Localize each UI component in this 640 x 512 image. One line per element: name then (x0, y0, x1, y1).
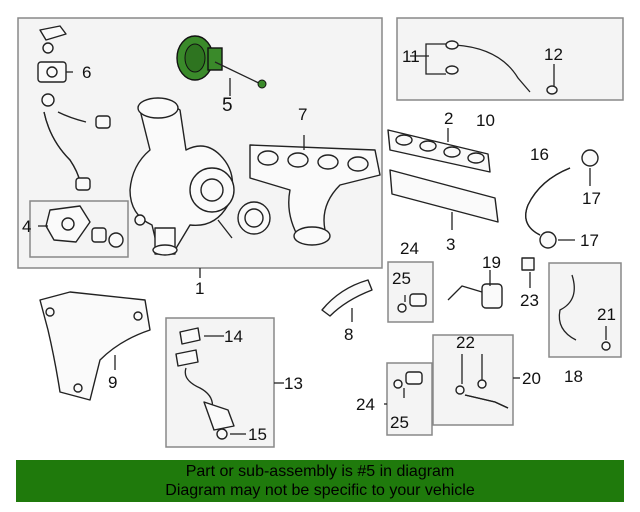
bracket-part[interactable] (321, 279, 373, 317)
fitting-upper-part[interactable] (397, 293, 427, 313)
callout-10: 10 (476, 111, 495, 130)
callout-4: 4 (22, 217, 31, 236)
callout-21: 21 (597, 305, 616, 324)
coolant-fitting-part[interactable] (447, 283, 503, 309)
sensor-part[interactable] (37, 25, 111, 191)
callout-5: 5 (222, 95, 233, 116)
notice-line-1: Part or sub-assembly is #5 in diagram (185, 463, 455, 480)
heat-shield-part[interactable] (39, 291, 151, 401)
callout-2: 2 (444, 109, 453, 128)
callout-13: 13 (284, 374, 303, 393)
hose-clamp-upper-part[interactable] (581, 149, 599, 167)
callout-17-lower: 17 (580, 231, 599, 250)
wastegate-sensor-assembly-part[interactable] (45, 205, 124, 248)
callout-23: 23 (520, 291, 539, 310)
coolant-line-part[interactable] (455, 379, 509, 409)
head-gasket-part[interactable] (389, 169, 499, 223)
coolant-line-box (432, 334, 514, 426)
hose-clamp-lower-part[interactable] (539, 231, 557, 249)
callout-6: 6 (82, 63, 91, 82)
manifold-gasket-part[interactable] (387, 129, 491, 173)
callout-1: 1 (195, 279, 204, 298)
coolant-pipe-part[interactable] (558, 274, 611, 351)
callout-3: 3 (446, 235, 455, 254)
callout-20: 20 (522, 369, 541, 388)
clip-part[interactable] (521, 257, 535, 271)
callout-24-lower: 24 (356, 395, 375, 414)
notice-line-2: Diagram may not be specific to your vehi… (165, 482, 475, 499)
callout-12: 12 (544, 45, 563, 64)
oil-feed-line-part[interactable] (445, 40, 558, 95)
leader-lines (38, 43, 607, 435)
callout-14: 14 (224, 327, 243, 346)
callout-25-lower: 25 (390, 413, 409, 432)
exhaust-manifold-part[interactable] (249, 144, 381, 246)
callout-9: 9 (108, 373, 117, 392)
callout-25-upper: 25 (392, 269, 411, 288)
callout-22: 22 (456, 333, 475, 352)
callout-15: 15 (248, 425, 267, 444)
callout-19: 19 (482, 253, 501, 272)
callout-11: 11 (402, 47, 420, 66)
part-notice-banner: Part or sub-assembly is #5 in diagram Di… (16, 460, 624, 502)
callout-24-upper: 24 (400, 239, 419, 258)
exploded-parts-diagram: 5 6 7 4 1 11 12 10 2 3 16 17 17 24 25 19… (17, 17, 624, 448)
oil-return-pipe-part[interactable] (175, 327, 235, 440)
fitting-box-upper (387, 261, 434, 323)
fitting-lower-part[interactable] (393, 371, 423, 389)
turbocharger-part[interactable] (129, 97, 271, 256)
callout-7: 7 (298, 105, 307, 124)
wastegate-actuator-part[interactable] (176, 35, 267, 89)
oil-feed-line-box (396, 17, 624, 101)
callout-16: 16 (530, 145, 549, 164)
callout-18: 18 (564, 367, 583, 386)
coolant-hose-part[interactable] (525, 167, 571, 236)
callout-8: 8 (344, 325, 353, 344)
callout-17-upper: 17 (582, 189, 601, 208)
